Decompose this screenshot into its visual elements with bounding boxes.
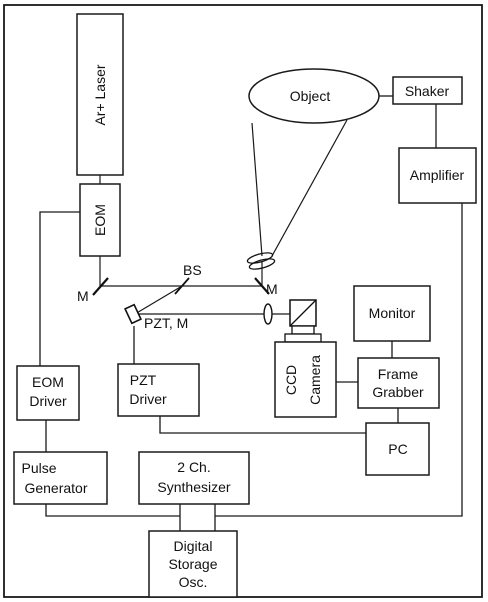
object-lens-2 [248,258,276,270]
mirror-right [254,277,270,295]
signal-wires [39,95,463,531]
pzt-driver-label-line2: Driver [129,391,167,407]
pzt-driver-label-line1: PZT [130,372,157,388]
object: Object [248,68,380,124]
scope-label-line2: Storage [168,556,217,572]
eom-label: EOM [92,204,108,236]
camera-mount [291,325,315,335]
synthesizer: 2 Ch. Synthesizer [138,451,250,505]
camera-lens [263,303,273,325]
pc-label: PC [388,441,407,457]
amplifier: Amplifier [398,147,477,204]
object-lens-1 [246,252,274,264]
pulse-generator-label-line2: Generator [24,480,87,496]
camera-label-line2: Camera [307,355,323,405]
laser-beams [99,119,348,315]
ar-laser: Ar+ Laser [76,13,124,176]
wire-amplifier-bus [215,203,463,517]
mirror-right-label: M [266,281,278,297]
amplifier-label: Amplifier [410,167,465,183]
pulse-generator: Pulse Generator [13,451,108,505]
ar-laser-label: Ar+ Laser [92,64,108,125]
beam-cone-right [271,119,348,257]
digital-storage-oscilloscope: Digital Storage Osc. [148,530,238,598]
beam-splitter [174,277,190,295]
eom-driver-label-line2: Driver [29,393,67,409]
optics: M BS M PZT, M [77,252,322,343]
shaker: Shaker [392,76,463,105]
pc: PC [365,422,430,476]
outer-frame [3,4,483,598]
scope-label-line1: Digital [174,538,213,554]
frame-grabber-label-line2: Grabber [372,384,424,400]
camera-mount-base [284,333,322,343]
ccd-camera: CCD Camera [274,341,337,418]
monitor: Monitor [353,285,431,342]
wire-eom-drivercable [39,211,80,366]
pzt-mirror-label: PZT, M [144,315,188,331]
frame-grabber: Frame Grabber [357,357,440,409]
frame-grabber-label-line1: Frame [378,366,419,382]
wire-pztdriver-pc [159,416,366,434]
wire-pulsegen-bus [45,504,180,517]
shaker-label: Shaker [405,83,450,99]
beam-bs-pzt [134,285,183,315]
pzt-driver: PZT Driver [117,363,200,417]
synthesizer-label-line1: 2 Ch. [177,459,210,475]
pulse-generator-label-line1: Pulse [21,460,56,476]
synthesizer-label-line2: Synthesizer [157,479,230,495]
beam-cone-left [251,122,263,257]
mirror-left [92,277,109,296]
pzt-mirror [124,303,142,325]
beam-splitter-label: BS [183,262,202,278]
eom: EOM [79,183,121,257]
mirror-left-label: M [77,288,89,304]
camera-label-line1: CCD [283,365,299,395]
monitor-label: Monitor [369,305,416,321]
eom-driver: EOM Driver [16,365,80,421]
object-label: Object [290,88,331,104]
polarizer-diagonal [289,299,317,327]
eom-driver-label-line1: EOM [32,374,64,390]
scope-label-line3: Osc. [179,574,208,590]
